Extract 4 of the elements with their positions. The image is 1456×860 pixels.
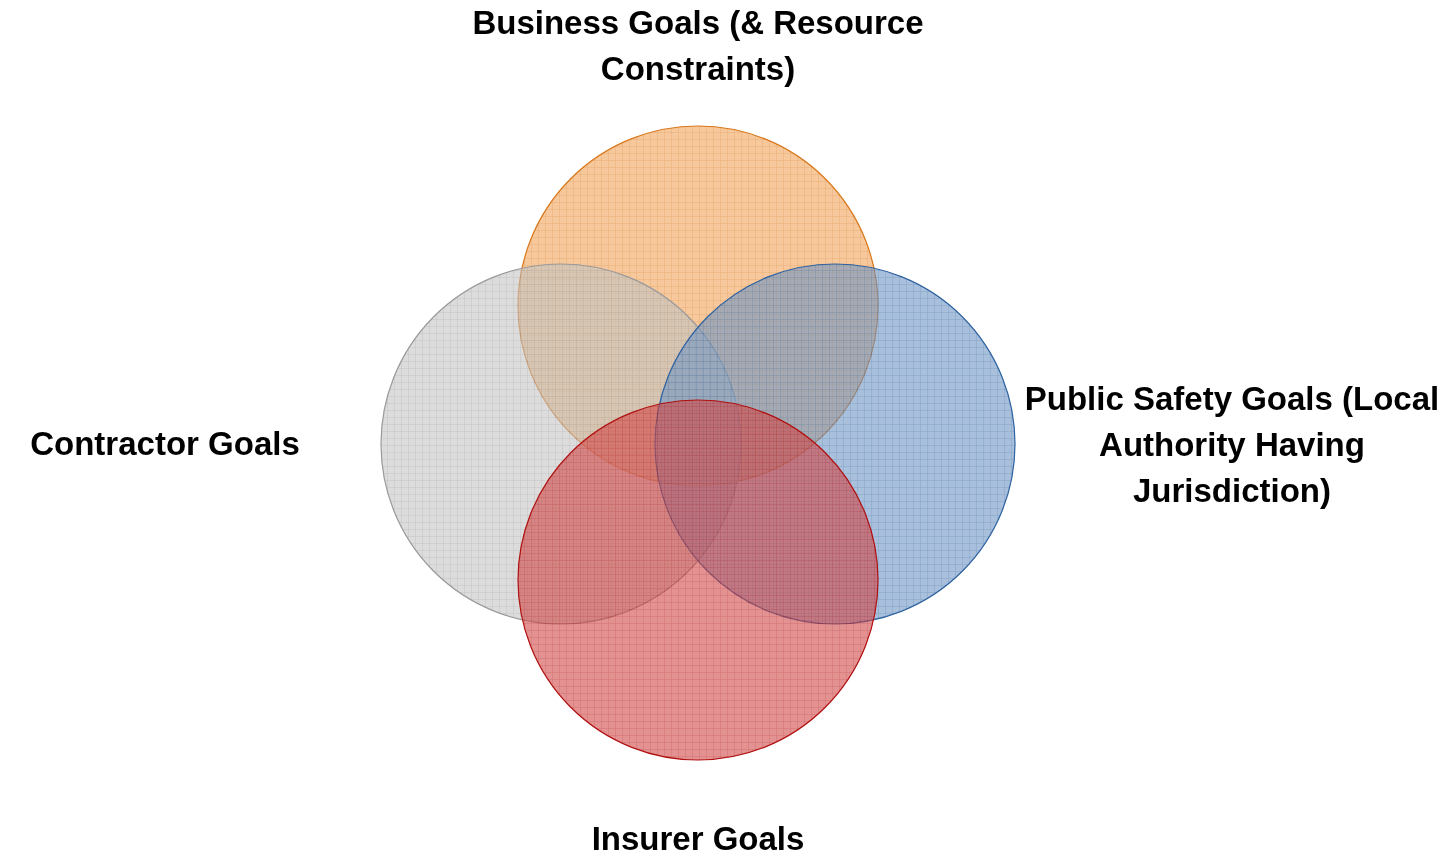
set-heading: Insurer Goals bbox=[590, 819, 806, 859]
set-heading: Contractor Goals bbox=[29, 424, 301, 464]
set-heading: Public Safety Goals (Local Authority Having Jurisdiction) bbox=[1023, 379, 1441, 511]
set-heading: Business Goals (& Resource Constraints) bbox=[471, 3, 925, 89]
